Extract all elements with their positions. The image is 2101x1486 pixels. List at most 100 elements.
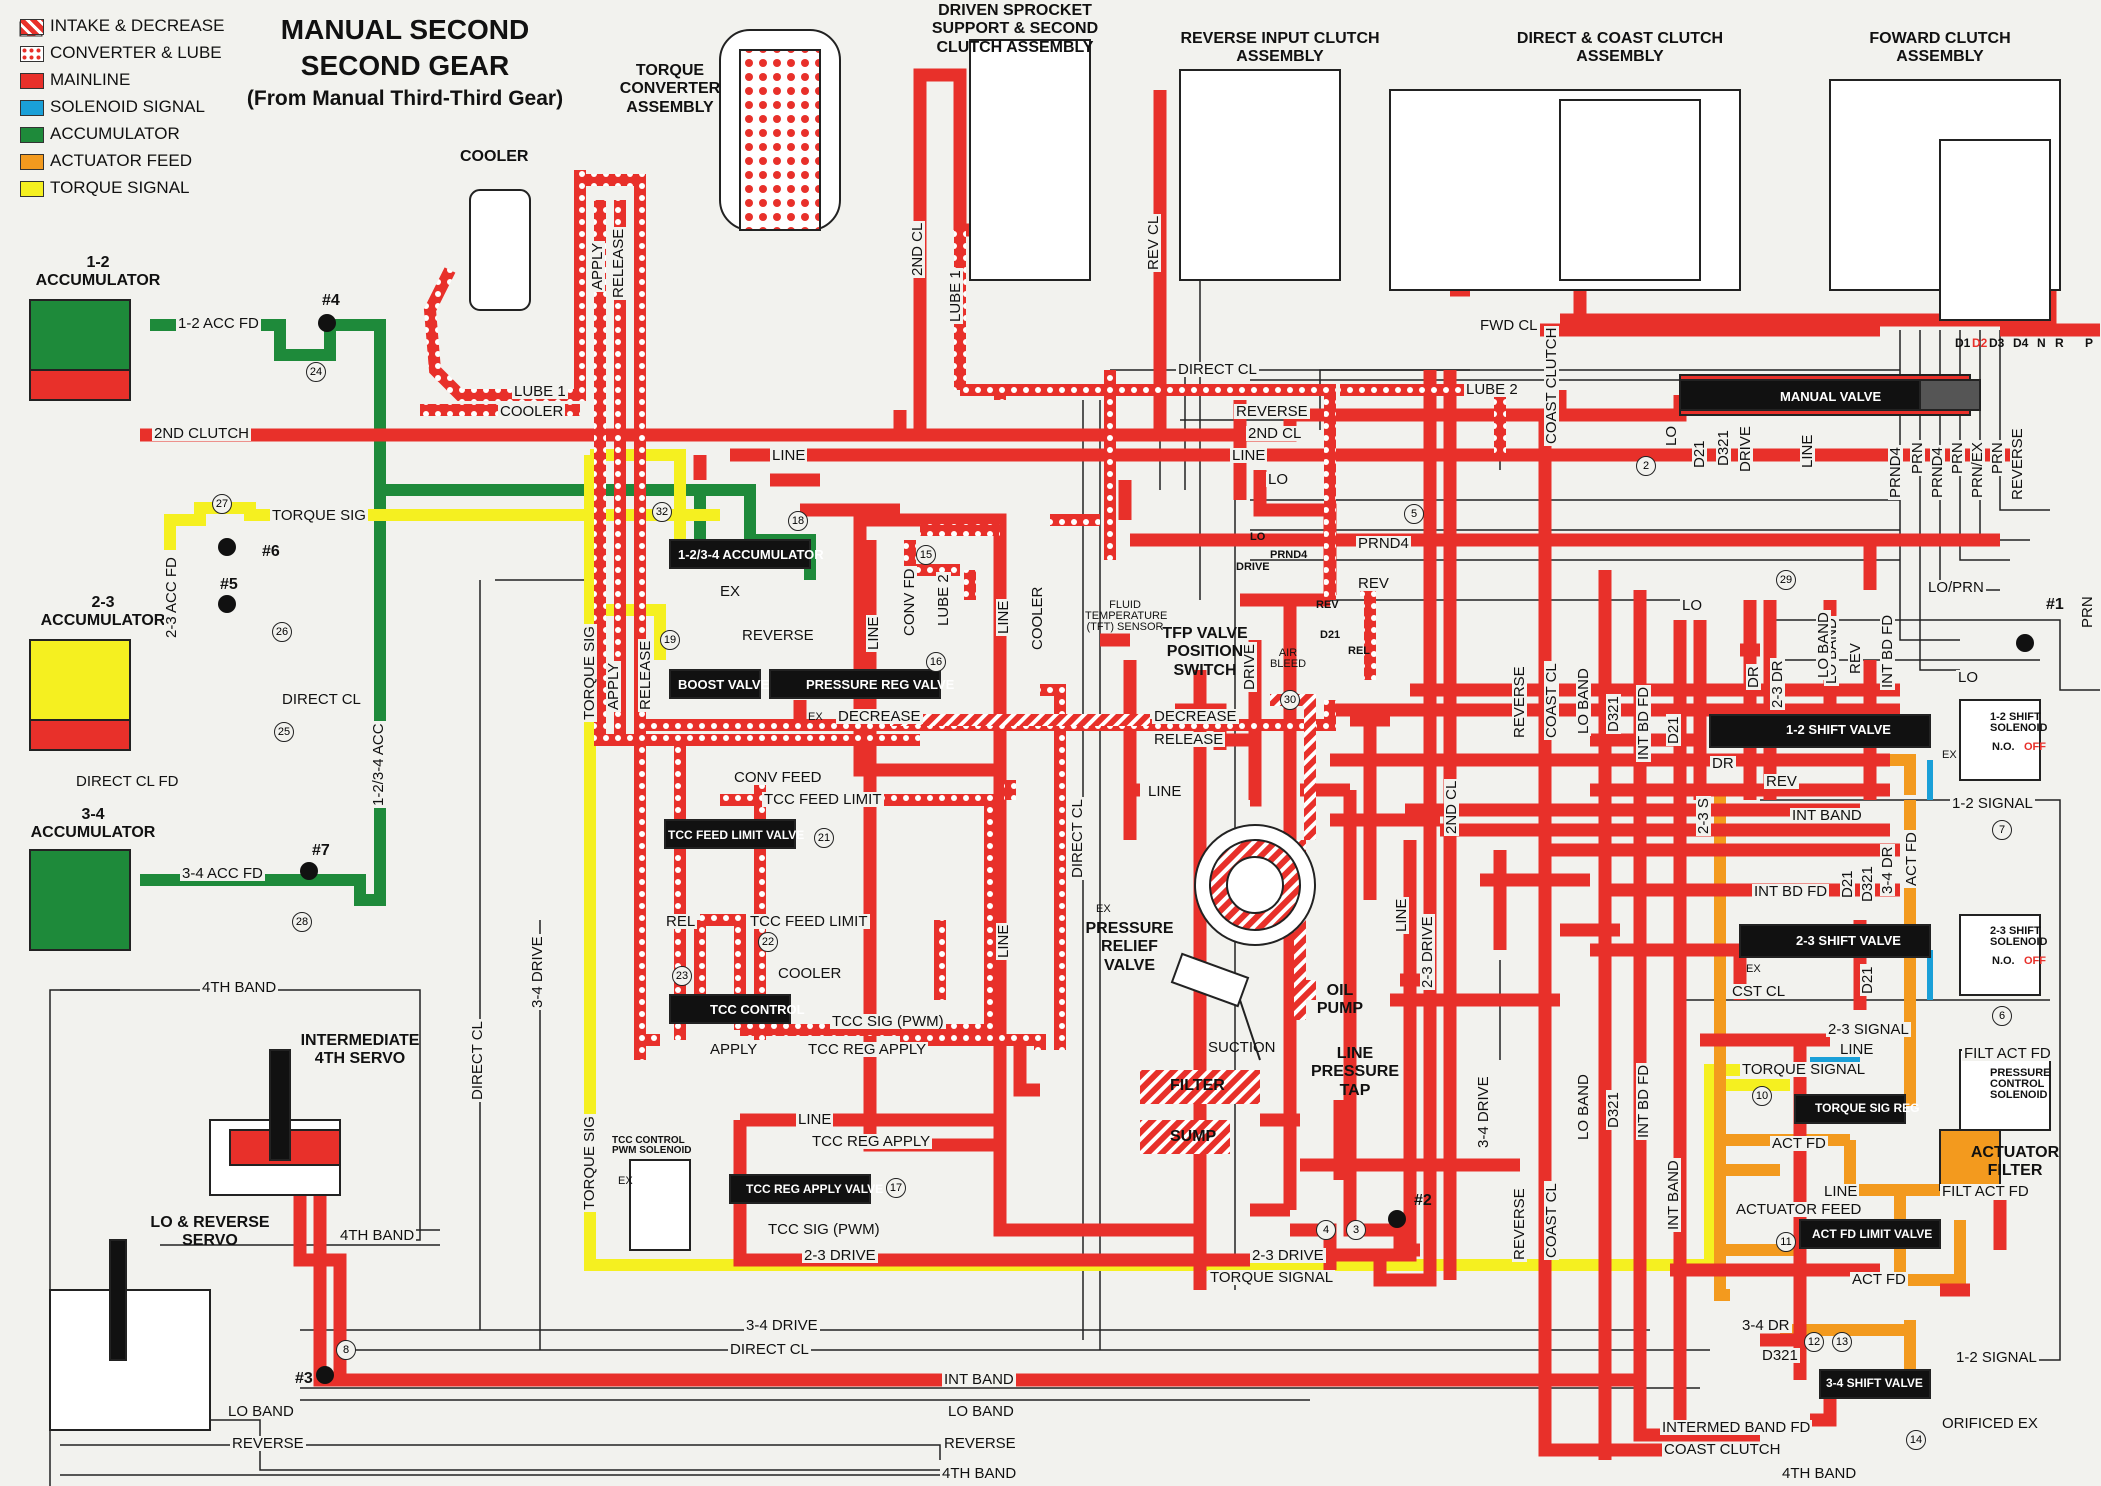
label-direct-cl-left: DIRECT CL [280,691,363,708]
label-tcc-sig-pwm-2: TCC SIG (PWM) [766,1221,882,1238]
orifice-16: 16 [926,652,946,672]
header-ss12: 1-2 SHIFT SOLENOID [1990,711,2048,734]
header-acc-12: 1-2 ACCUMULATOR [35,254,161,290]
label-coast-clutch-bot: COAST CLUTCH [1662,1441,1783,1458]
label-lube-1-v: LUBE 1 [947,268,964,324]
tfp-mark-lo: LO [1250,531,1266,543]
label-pressure-reg-valve: PRESSURE REG VALVE [806,677,955,692]
label-23-s-v: 2-3 S [1695,796,1712,836]
orifice-5: 5 [1404,504,1424,524]
label-dr-r: DR [1710,755,1736,772]
label-23-drive-2: 2-3 DRIVE [1250,1247,1326,1264]
header-torque-converter: TORQUE CONVERTER ASSEMBLY [619,62,721,116]
label-reverse-v3: REVERSE [2009,426,2026,502]
legend-label: INTAKE & DECREASE [50,16,225,35]
label-lo-3: LO [1956,669,1981,686]
label-decrease: DECREASE [836,708,923,725]
label-d21-v3: D21 [1839,868,1856,900]
legend-label: ACCUMULATOR [50,124,180,143]
label-34-drive-v2: 3-4 DRIVE [1475,1074,1492,1150]
check-ball-label-5: #5 [220,576,238,593]
label-line-v5: LINE [1799,432,1816,470]
label-4th-band-bot: 4TH BAND [940,1465,1019,1482]
position-n: N [2037,336,2046,350]
label-d21-v4: D21 [1859,964,1876,996]
label-ex-acc: EX [720,583,741,600]
label-tcc-feed-limit-1: TCC FEED LIMIT [762,791,884,808]
label-drive-v2: DRIVE [1737,424,1754,474]
label-filt-act-fd-1: FILT ACT FD [1940,1183,2031,1200]
tfp-mark-rev: REV [1316,599,1339,611]
orifice-10: 10 [1752,1086,1772,1106]
label-tcc-control: TCC CONTROL [710,1002,805,1017]
label-act-fd-1: ACT FD [1850,1271,1908,1288]
label-direct-cl-v: DIRECT CL [469,1019,486,1102]
orifice-17: 17 [886,1178,906,1198]
label-lube-1: LUBE 1 [512,383,568,400]
label-tcc-reg-apply-2: TCC REG APPLY [810,1133,933,1150]
label-lo-band-v1: LO BAND [1575,666,1592,736]
label-direct-cl-fd: DIRECT CL FD [74,773,181,790]
check-ball-7 [300,862,318,880]
orifice-8: 8 [336,1340,356,1360]
label-apply-v2: APPLY [605,660,622,712]
label-34-dr-v: 3-4 DR [1879,844,1896,896]
label-int-band-bot: INT BAND [942,1371,1016,1388]
label-line-v3: LINE [995,922,1012,960]
orifice-28: 28 [292,912,312,932]
orifice-3: 3 [1346,1220,1366,1240]
label-line-v2: LINE [995,598,1012,636]
orifice-14: 14 [1906,1430,1926,1450]
label-prn-v4: PRN [2079,594,2096,630]
label-lo-band-v2: LO BAND [1575,1072,1592,1142]
check-ball-label-6: #6 [262,543,280,560]
check-ball-label-2: #2 [1414,1192,1432,1209]
header-ss23: 2-3 SHIFT SOLENOID [1990,925,2048,948]
label-orificed-ex: ORIFICED EX [1940,1415,2040,1432]
orifice-24: 24 [306,362,326,382]
label-12-signal-bot: 1-2 SIGNAL [1954,1349,2039,1366]
label-cooler: COOLER [498,403,566,420]
servos [49,1049,341,1431]
label-release-r: RELEASE [1152,731,1226,748]
label-ex-ss12: EX [1942,749,1957,761]
label-conv-fd-v: CONV FD [901,566,918,638]
check-ball-label-3: #3 [295,1370,313,1387]
header-tcc-pwm-solenoid: TCC CONTROL PWM SOLENOID [612,1135,692,1156]
label-2nd-cl-v2: 2ND CL [1443,778,1460,836]
label-int-bd-fd-v2: INT BD FD [1635,1062,1652,1140]
label-tcc-feed-limit-2: TCC FEED LIMIT [748,913,870,930]
label-34-dr-bot: 3-4 DR [1740,1317,1792,1334]
label-shift-12: 1-2 SHIFT VALVE [1786,722,1891,737]
label-d21-v1: D21 [1665,714,1682,746]
legend-label: MAINLINE [50,70,131,89]
label-cooler-2: COOLER [776,965,844,982]
label-d21-v2: D21 [1691,438,1708,470]
title-line-1: MANUAL SECOND [280,14,530,45]
label-cst-cl: CST CL [1730,983,1788,1000]
label-2nd-clutch: 2ND CLUTCH [152,425,252,442]
label-ss12-off: OFF [2024,741,2046,753]
label-4th-band-bot-r: 4TH BAND [1780,1465,1859,1482]
orifice-7: 7 [1992,820,2012,840]
legend-label: SOLENOID SIGNAL [50,97,205,116]
check-ball-label-1: #1 [2046,596,2064,613]
label-2nd-cl-v: 2ND CL [909,220,926,278]
orifice-27: 27 [212,494,232,514]
label-reverse-bot: REVERSE [942,1435,1018,1452]
label-lo-band-v4: LO BAND [1815,610,1832,680]
label-int-bd-fd-r: INT BD FD [1752,883,1830,900]
label-lube-2-v: LUBE 2 [935,572,952,628]
header-lo-reverse-servo: LO & REVERSE SERVO [150,1214,270,1250]
label-d321-bot: D321 [1760,1347,1800,1364]
label-ss12-no: N.O. [1992,741,2015,753]
tfp-mark-d21: D21 [1320,629,1341,641]
label-torque-signal-r: TORQUE SIGNAL [1740,1061,1868,1078]
label-decrease-r: DECREASE [1152,708,1239,725]
label-d321-v3: D321 [1715,428,1732,468]
header-tft-sensor: FLUID TEMPERATURE (TFT) SENSOR [1085,599,1168,633]
label-tcc-reg-apply-valve: TCC REG APPLY VALVE [746,1182,884,1196]
label-filt-act-fd-2: FILT ACT FD [1962,1045,2053,1062]
header-reverse-input: REVERSE INPUT CLUTCH ASSEMBLY [1180,30,1380,66]
